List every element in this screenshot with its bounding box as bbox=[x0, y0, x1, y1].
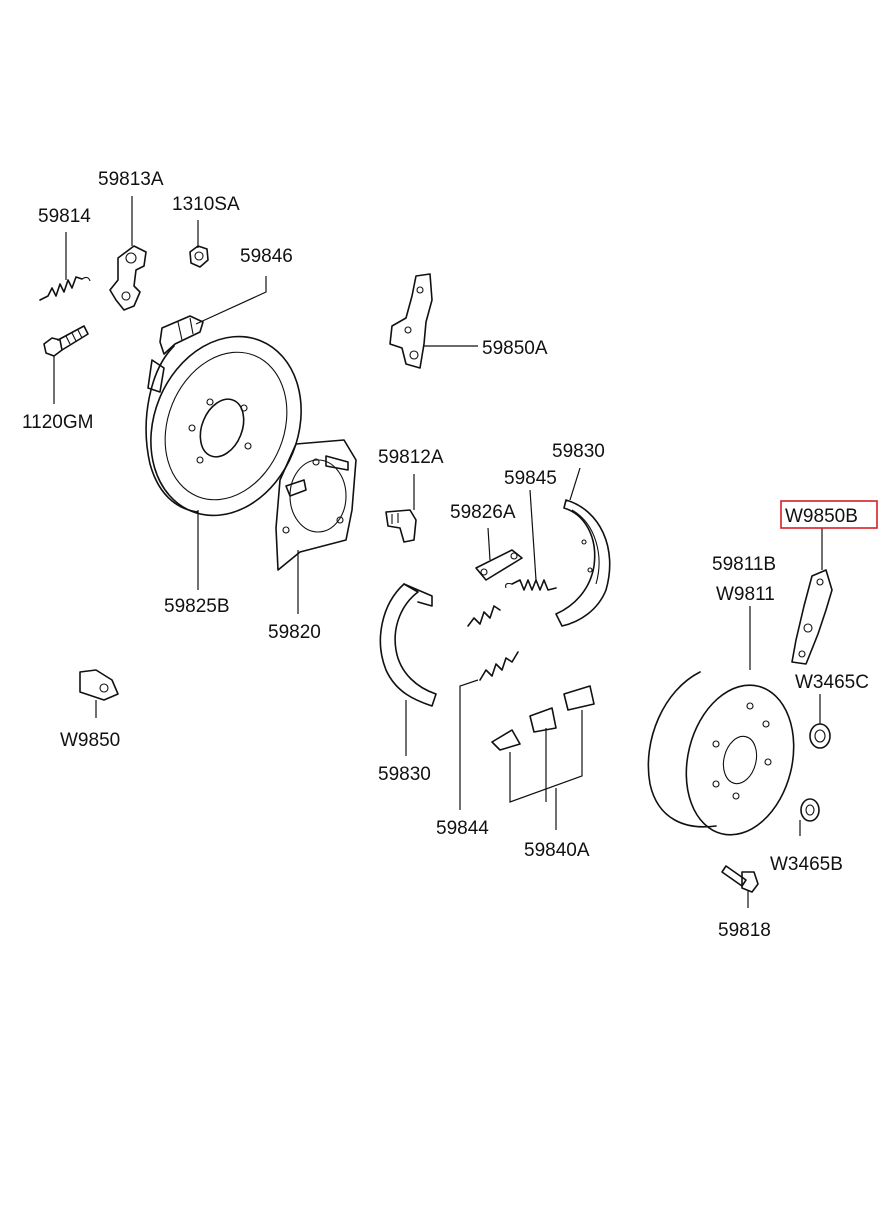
part-59813A-lever[interactable] bbox=[109, 245, 147, 311]
part-59830-top-shoe[interactable] bbox=[555, 499, 611, 627]
part-W3465C-nut[interactable] bbox=[809, 723, 831, 749]
label-59840A[interactable]: 59840A bbox=[524, 840, 590, 861]
leader-lines bbox=[53, 196, 823, 908]
part-59845-spring[interactable] bbox=[505, 579, 557, 591]
label-W9850B[interactable]: W9850B bbox=[785, 506, 858, 527]
part-1120GM-bolt[interactable] bbox=[43, 325, 89, 357]
part-W9850-bracket[interactable] bbox=[79, 669, 119, 701]
part-59844-spring[interactable] bbox=[479, 651, 519, 681]
label-W9850[interactable]: W9850 bbox=[60, 730, 120, 751]
part-adjuster-spring[interactable] bbox=[467, 605, 501, 627]
label-W9811[interactable]: W9811 bbox=[716, 584, 775, 605]
label-1310SA[interactable]: 1310SA bbox=[172, 194, 240, 215]
label-59811B[interactable]: 59811B bbox=[712, 554, 776, 575]
part-59818-bolt[interactable] bbox=[721, 865, 759, 893]
label-1120GM[interactable]: 1120GM bbox=[22, 412, 93, 433]
part-59846-clip[interactable] bbox=[159, 315, 204, 355]
label-59813A[interactable]: 59813A bbox=[98, 169, 164, 190]
label-W3465C[interactable]: W3465C bbox=[795, 672, 869, 693]
label-59850A[interactable]: 59850A bbox=[482, 338, 548, 359]
label-59814[interactable]: 59814 bbox=[38, 206, 91, 227]
label-59818[interactable]: 59818 bbox=[718, 920, 771, 941]
label-59825B[interactable]: 59825B bbox=[164, 596, 230, 617]
label-59826A[interactable]: 59826A bbox=[450, 502, 516, 523]
part-59826A-link[interactable] bbox=[475, 549, 523, 581]
part-59812A-pin[interactable] bbox=[385, 509, 417, 543]
label-59830-bottom[interactable]: 59830 bbox=[378, 764, 431, 785]
label-59820[interactable]: 59820 bbox=[268, 622, 321, 643]
label-59830-top[interactable]: 59830 bbox=[552, 441, 605, 462]
part-59814-spring[interactable] bbox=[39, 276, 91, 301]
part-59850A-bracket[interactable] bbox=[389, 273, 433, 369]
part-W3465B-nut[interactable] bbox=[800, 798, 820, 822]
part-W9850B-bracket[interactable] bbox=[791, 569, 833, 665]
label-59812A[interactable]: 59812A bbox=[378, 447, 444, 468]
part-59830-bottom-shoe[interactable] bbox=[379, 583, 437, 707]
part-59811B-drum[interactable] bbox=[647, 671, 808, 846]
highlight-box-W9850B bbox=[780, 500, 878, 529]
label-59844[interactable]: 59844 bbox=[436, 818, 489, 839]
label-59846[interactable]: 59846 bbox=[240, 246, 293, 267]
label-W3465B[interactable]: W3465B bbox=[770, 854, 843, 875]
part-59840A-adjuster[interactable] bbox=[491, 685, 595, 751]
label-59845[interactable]: 59845 bbox=[504, 468, 557, 489]
part-1310SA-nut[interactable] bbox=[189, 245, 209, 268]
part-59820-backing-plate[interactable] bbox=[275, 439, 357, 571]
part-59825B-backing-drum[interactable] bbox=[125, 314, 327, 539]
